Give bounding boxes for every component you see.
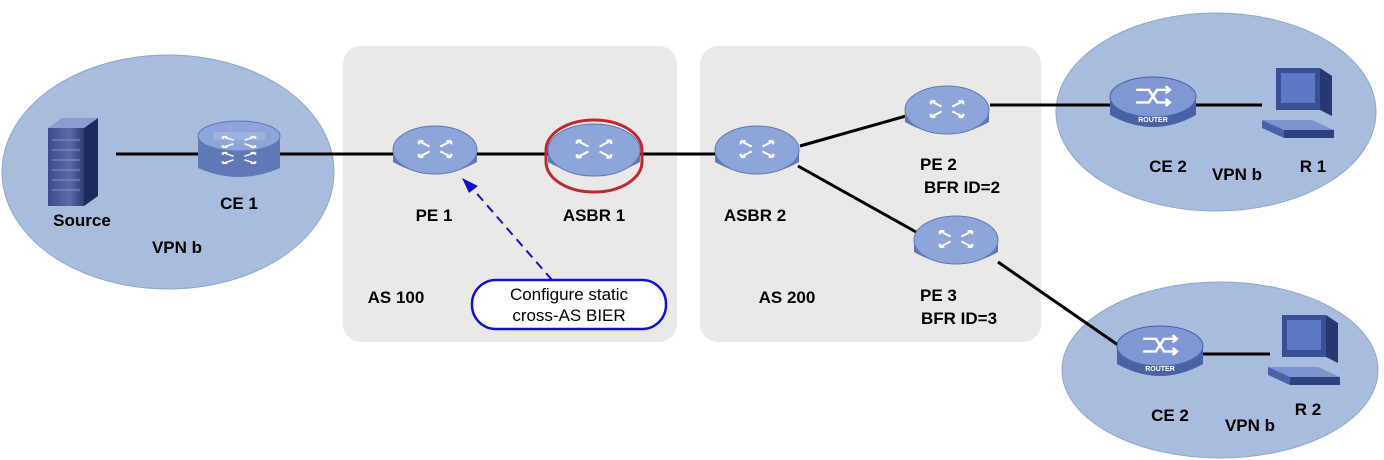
server-icon bbox=[48, 118, 98, 206]
router-icon-ce2-bottom: ROUTER bbox=[1116, 325, 1204, 376]
label-pe2-bfr: BFR ID=2 bbox=[924, 178, 1000, 197]
label-asbr2: ASBR 2 bbox=[724, 206, 786, 225]
router-badge: ROUTER bbox=[1138, 117, 1168, 124]
pc-icon-r2 bbox=[1268, 315, 1340, 385]
callout-arrow-line bbox=[471, 187, 553, 281]
label-vpn-top-right: VPN b bbox=[1212, 165, 1262, 184]
label-pe2: PE 2 bbox=[920, 155, 957, 174]
label-vpn-left: VPN b bbox=[152, 238, 202, 257]
label-ce2-bottom: CE 2 bbox=[1151, 406, 1189, 425]
link-asbr2-pe3 bbox=[797, 164, 917, 234]
label-pe3: PE 3 bbox=[920, 286, 957, 305]
link-asbr2-pe2 bbox=[799, 114, 907, 148]
label-asbr1: ASBR 1 bbox=[563, 206, 625, 225]
label-source: Source bbox=[53, 211, 111, 230]
router-icon-pe3 bbox=[913, 215, 999, 265]
label-r2: R 2 bbox=[1295, 400, 1321, 419]
vpn-cloud-top-right bbox=[1055, 12, 1377, 212]
callout-box bbox=[470, 278, 668, 331]
label-vpn-bottom-right: VPN b bbox=[1225, 416, 1275, 435]
label-r1: R 1 bbox=[1300, 157, 1326, 176]
link-pe3-ce2-bottom bbox=[997, 260, 1119, 347]
router-icon-pe2 bbox=[904, 85, 990, 135]
callout-line1: Configure static bbox=[510, 285, 629, 304]
callout-arrow-head bbox=[462, 178, 478, 193]
router-icon-asbr2 bbox=[714, 125, 800, 175]
router-icon-asbr1 bbox=[544, 118, 644, 194]
label-pe1: PE 1 bbox=[416, 206, 453, 225]
router-icon-ce2-top: ROUTER bbox=[1109, 76, 1197, 127]
label-as200: AS 200 bbox=[759, 288, 816, 307]
label-pe3-bfr: BFR ID=3 bbox=[921, 309, 997, 328]
vpn-cloud-left bbox=[1, 54, 335, 290]
vpn-cloud-bottom-right bbox=[1061, 281, 1379, 459]
pc-icon-r1 bbox=[1262, 68, 1334, 138]
switch-icon bbox=[197, 120, 281, 177]
router-icon-pe1 bbox=[392, 125, 478, 175]
label-ce1: CE 1 bbox=[220, 194, 258, 213]
callout-line2: cross-AS BIER bbox=[512, 306, 625, 325]
label-ce2-top: CE 2 bbox=[1149, 157, 1187, 176]
links bbox=[116, 103, 1270, 356]
label-as100: AS 100 bbox=[368, 288, 425, 307]
router-badge: ROUTER bbox=[1145, 366, 1175, 373]
